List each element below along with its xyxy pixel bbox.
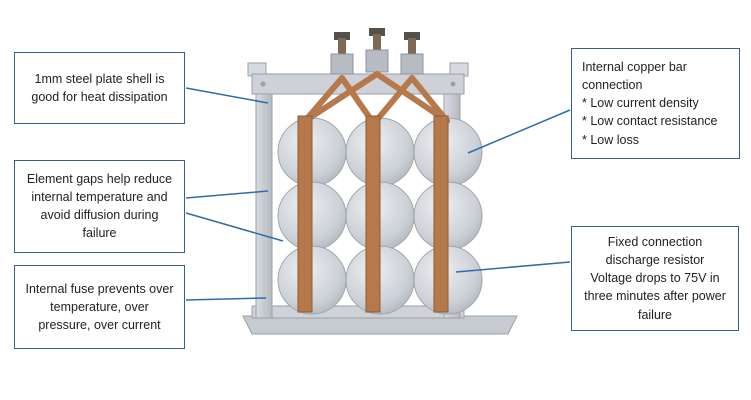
left-post (255, 89, 273, 319)
bushing-terminal-left (330, 32, 354, 75)
beam-bolt-left (260, 81, 266, 87)
leader-lines (185, 87, 571, 301)
bushing-terminal-middle (365, 28, 389, 73)
leader-copper-bar (467, 109, 571, 154)
bushing-terminal-right (400, 32, 424, 75)
leader-element-gaps-2 (185, 212, 284, 242)
leader-discharge-resistor (455, 261, 571, 273)
beam-bolt-right (450, 81, 456, 87)
base-plate (242, 315, 518, 335)
leader-steel-shell (185, 87, 269, 104)
copper-bars (297, 115, 449, 313)
leader-element-gaps-1 (185, 190, 269, 199)
copper-straps (302, 71, 450, 124)
leader-internal-fuse (185, 297, 267, 301)
capacitor-illustration (242, 28, 518, 335)
